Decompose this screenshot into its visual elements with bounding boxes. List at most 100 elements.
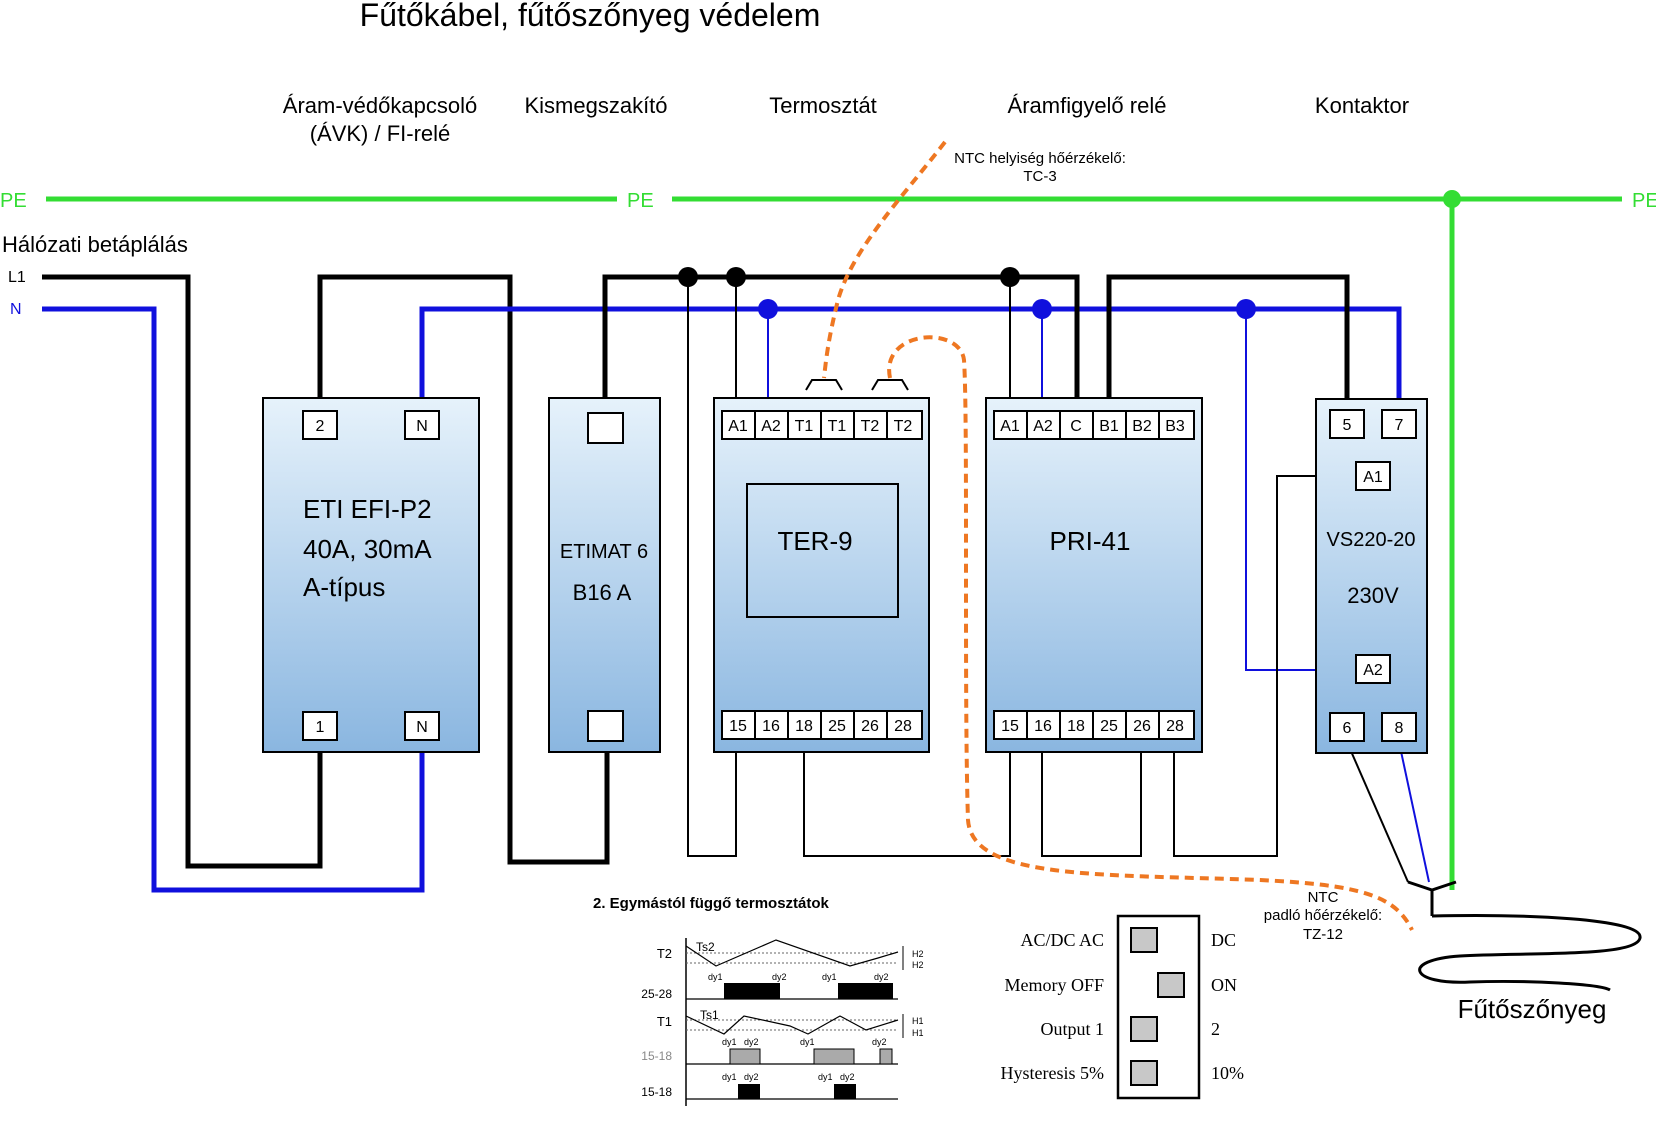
dip-switch-knob[interactable] bbox=[1130, 1016, 1158, 1042]
contactor-model-line2: 230V bbox=[1347, 583, 1399, 608]
ntc-floor-label-line1: NTC bbox=[1308, 889, 1339, 906]
ntc-room-label-line2: TC-3 bbox=[1023, 168, 1056, 185]
ntc-room-contact-symbol bbox=[805, 379, 843, 391]
vs6-to-mat-wire bbox=[1346, 741, 1409, 883]
pri41-name: PRI-41 bbox=[1050, 526, 1131, 556]
terminal-label: A2 bbox=[1033, 418, 1053, 435]
terminal-label: N bbox=[416, 418, 428, 435]
terminal-label: 26 bbox=[861, 718, 879, 735]
terminal-label: 8 bbox=[1395, 720, 1404, 737]
dip-right-label: 2 bbox=[1211, 1019, 1220, 1039]
dip-switch-knob[interactable] bbox=[1130, 1060, 1158, 1086]
terminal-label: T1 bbox=[795, 418, 814, 435]
mcb-model-line2: B16 A bbox=[573, 580, 632, 605]
dip-left-label: Memory OFF bbox=[1004, 975, 1104, 995]
pe-label-left: PE bbox=[0, 190, 27, 212]
terminal-label: A1 bbox=[1000, 418, 1020, 435]
pe-conductor bbox=[46, 190, 1622, 890]
timing-ts1: Ts1 bbox=[700, 1008, 719, 1022]
terminal-label: 28 bbox=[894, 718, 912, 735]
timing-dy1: dy1 bbox=[722, 1072, 737, 1082]
dip-right-label: 10% bbox=[1211, 1063, 1244, 1083]
terminal-label: 15 bbox=[729, 718, 747, 735]
ntc-floor-sensor-wire bbox=[887, 335, 1414, 931]
timing-diagram: 2. Egymástól függő termosztátok T2 25-28… bbox=[593, 895, 924, 1106]
dip-right-label: ON bbox=[1211, 975, 1237, 995]
ter18-to-pri15-wire bbox=[803, 742, 1011, 857]
header-thermostat: Termosztát bbox=[769, 93, 877, 118]
rcd-model-line3: A-típus bbox=[303, 572, 385, 602]
terminal-label: 16 bbox=[1034, 718, 1052, 735]
terminal-box bbox=[302, 410, 338, 440]
rcd-module: 2 N ETI EFI-P2 40A, 30mA A-típus 1 N bbox=[262, 397, 480, 753]
timing-dy1: dy1 bbox=[818, 1072, 833, 1082]
header-contactor: Kontaktor bbox=[1315, 93, 1409, 118]
terminal-label: B3 bbox=[1165, 418, 1185, 435]
pri41-module: A1 A2 C B1 B2 B3 PRI-41 15 16 18 25 26 2… bbox=[985, 397, 1203, 753]
l-junction-dot bbox=[726, 267, 746, 287]
terminal-box bbox=[404, 410, 440, 440]
dip-switch-knob[interactable] bbox=[1130, 927, 1158, 953]
timing-h2: H2 bbox=[912, 960, 924, 970]
terminal-label: 28 bbox=[1166, 718, 1184, 735]
ntc-floor-label-line2: padló hőérzékelő: bbox=[1264, 907, 1382, 924]
timing-title: 2. Egymástól függő termosztátok bbox=[593, 895, 830, 912]
pri16-to-pri25-wire bbox=[1041, 742, 1142, 857]
pe-label-right: PE bbox=[1632, 190, 1656, 212]
dip-left-label: Output 1 bbox=[1040, 1019, 1104, 1039]
n-junction-dot bbox=[1032, 299, 1052, 319]
timing-dy2: dy2 bbox=[772, 972, 787, 982]
diagram-title: Fűtőkábel, fűtőszőnyeg védelem bbox=[360, 0, 821, 33]
terminal-box bbox=[302, 711, 338, 741]
terminal-label: 18 bbox=[1067, 718, 1085, 735]
heating-mat-loop bbox=[1418, 914, 1642, 992]
timing-ts2: Ts2 bbox=[696, 940, 715, 954]
terminal-label: 26 bbox=[1133, 718, 1151, 735]
l-tap-ter-15 bbox=[687, 277, 737, 857]
terminal-box bbox=[404, 711, 440, 741]
n-bus-wire bbox=[419, 306, 1402, 424]
terminal-label: 1 bbox=[316, 719, 325, 736]
timing-h2: H2 bbox=[912, 949, 924, 959]
terminal-label: 6 bbox=[1343, 720, 1352, 737]
terminal-label: 7 bbox=[1395, 417, 1404, 434]
ntc-floor-contact-symbol bbox=[871, 379, 909, 391]
rcd-model-line2: 40A, 30mA bbox=[303, 534, 432, 564]
terminal-box bbox=[1329, 409, 1365, 439]
timing-row-label: T1 bbox=[657, 1014, 672, 1029]
terminal-label: 5 bbox=[1343, 417, 1352, 434]
ntc-room-sensor-wire bbox=[822, 140, 947, 379]
ter9-module: A1 A2 T1 T1 T2 T2 TER-9 15 16 18 25 26 2… bbox=[713, 397, 930, 753]
terminal-label: C bbox=[1070, 418, 1082, 435]
supply-title: Hálózati betáplálás bbox=[2, 232, 188, 257]
timing-dy2: dy2 bbox=[744, 1072, 759, 1082]
timing-dy1: dy1 bbox=[708, 972, 723, 982]
header-rcd-line2: (ÁVK) / FI-relé bbox=[310, 121, 451, 146]
timing-row-label: 15-18 bbox=[641, 1085, 672, 1099]
dip-switch-knob[interactable] bbox=[1157, 972, 1185, 998]
timing-dy2: dy2 bbox=[744, 1037, 759, 1047]
timing-dy2: dy2 bbox=[874, 972, 889, 982]
terminal-label: T1 bbox=[828, 418, 847, 435]
contactor-model-line1: VS220-20 bbox=[1327, 529, 1416, 551]
dip-left-label: AC/DC AC bbox=[1020, 930, 1104, 950]
pe-junction-dot bbox=[1443, 190, 1461, 208]
terminal-label: 15 bbox=[1001, 718, 1019, 735]
rcd-model-line1: ETI EFI-P2 bbox=[303, 494, 432, 524]
terminal-label: A1 bbox=[1363, 469, 1383, 486]
timing-row-label: T2 bbox=[657, 946, 672, 961]
header-mcb: Kismegszakító bbox=[524, 93, 667, 118]
l-junction-dot bbox=[1000, 267, 1020, 287]
mat-connector-symbol bbox=[1407, 880, 1457, 892]
heating-mat-label: Fűtőszőnyeg bbox=[1458, 994, 1607, 1024]
terminal-label: N bbox=[416, 719, 428, 736]
dip-left-label: Hysteresis 5% bbox=[1001, 1063, 1104, 1083]
mcb-model-line1: ETIMAT 6 bbox=[560, 541, 648, 563]
rcd-l-out-wire bbox=[317, 274, 610, 865]
terminal-box bbox=[1381, 712, 1417, 742]
terminal-box bbox=[587, 412, 624, 444]
mcb-module: ETIMAT 6 B16 A bbox=[548, 397, 661, 753]
terminal-label: 25 bbox=[828, 718, 846, 735]
